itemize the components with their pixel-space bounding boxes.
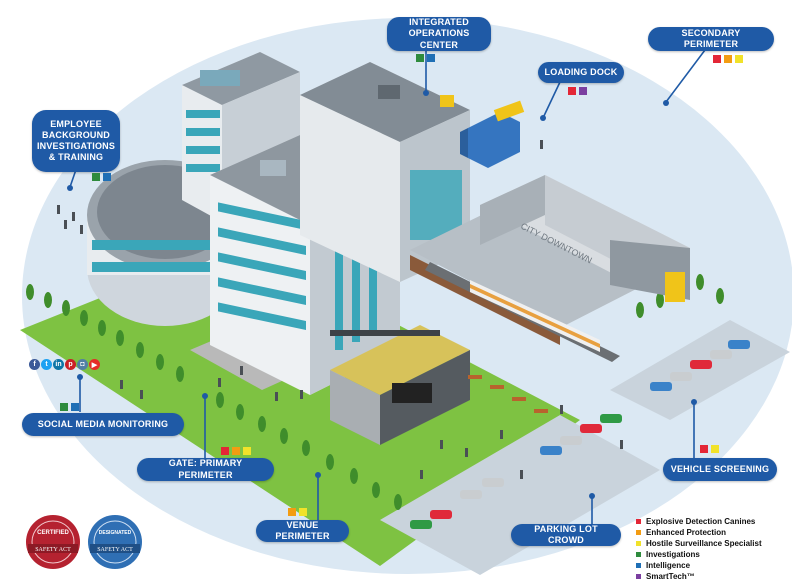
legend-item: Investigations — [636, 549, 762, 560]
linkedin-icon[interactable]: in — [53, 359, 64, 370]
crowd-people — [57, 140, 623, 479]
seal-right-bottom: SAFETY ACT — [97, 547, 133, 553]
parking-lot — [380, 415, 660, 575]
twitter-icon[interactable]: t — [41, 359, 52, 370]
callout-employee-background[interactable]: EMPLOYEE BACKGROUND INVESTIGATIONS & TRA… — [32, 110, 120, 172]
tag-explosive-detection — [713, 55, 721, 63]
parked-cars — [410, 340, 750, 529]
seal-left-bottom: SAFETY ACT — [35, 547, 71, 553]
legend-item: Hostile Surveillance Specialist — [636, 538, 762, 549]
youtube-icon[interactable]: ▶ — [89, 359, 100, 370]
callout-parking-lot-crowd[interactable]: PARKING LOT CROWD — [511, 524, 621, 546]
tag-hostile-surveillance — [299, 508, 307, 516]
concert-stage — [330, 325, 470, 445]
tag-enhanced-protection — [232, 447, 240, 455]
tag-enhanced-protection — [288, 508, 296, 516]
tag-intelligence — [71, 403, 79, 411]
tag-investigations — [60, 403, 68, 411]
designated-safety-act-seal: DESIGNATED SAFETY ACT — [88, 515, 142, 569]
seal-right-top: DESIGNATED — [99, 530, 132, 536]
callout-venue-perimeter[interactable]: VENUE PERIMETER — [256, 520, 349, 542]
tag-investigations — [92, 173, 100, 181]
callout-social-media-monitoring[interactable]: SOCIAL MEDIA MONITORING — [22, 413, 184, 436]
legend-item: Enhanced Protection — [636, 527, 762, 538]
tag-intelligence — [427, 54, 435, 62]
train-station — [410, 175, 690, 362]
instagram-icon[interactable]: ◘ — [77, 359, 88, 370]
tag-hostile-surveillance — [735, 55, 743, 63]
benches — [468, 375, 548, 413]
delivery-truck — [440, 95, 525, 168]
callout-vehicle-screening[interactable]: VEHICLE SCREENING — [663, 458, 777, 481]
certified-safety-act-seal: CERTIFIED SAFETY ACT — [26, 515, 80, 569]
tag-enhanced-protection — [724, 55, 732, 63]
callout-secondary-perimeter[interactable]: SECONDARY PERIMETER — [648, 27, 774, 51]
legend-item: Explosive Detection Canines — [636, 516, 762, 527]
social-icons-row: f t in p ◘ ▶ — [29, 359, 100, 370]
tag-explosive-detection — [700, 445, 708, 453]
tag-smarttech — [579, 87, 587, 95]
secondary-office-building — [300, 62, 470, 282]
seal-left-top: CERTIFIED — [37, 530, 69, 536]
callout-loading-dock[interactable]: LOADING DOCK — [538, 62, 624, 83]
tag-hostile-surveillance — [711, 445, 719, 453]
tag-intelligence — [103, 173, 111, 181]
facebook-icon[interactable]: f — [29, 359, 40, 370]
tag-explosive-detection — [221, 447, 229, 455]
callout-leader-lines — [69, 49, 706, 528]
tag-investigations — [416, 54, 424, 62]
tree-row — [26, 274, 724, 510]
pinterest-icon[interactable]: p — [65, 359, 76, 370]
legend-item: SmartTech™ — [636, 571, 762, 582]
callout-integrated-operations-center[interactable]: INTEGRATED OPERATIONS CENTER — [387, 17, 491, 51]
tag-explosive-detection — [568, 87, 576, 95]
legend-item: Intelligence — [636, 560, 762, 571]
callout-gate-primary-perimeter[interactable]: GATE: PRIMARY PERIMETER — [137, 458, 274, 481]
tag-hostile-surveillance — [243, 447, 251, 455]
service-legend: Explosive Detection Canines Enhanced Pro… — [636, 516, 762, 582]
callout-leader-dots — [67, 90, 697, 499]
